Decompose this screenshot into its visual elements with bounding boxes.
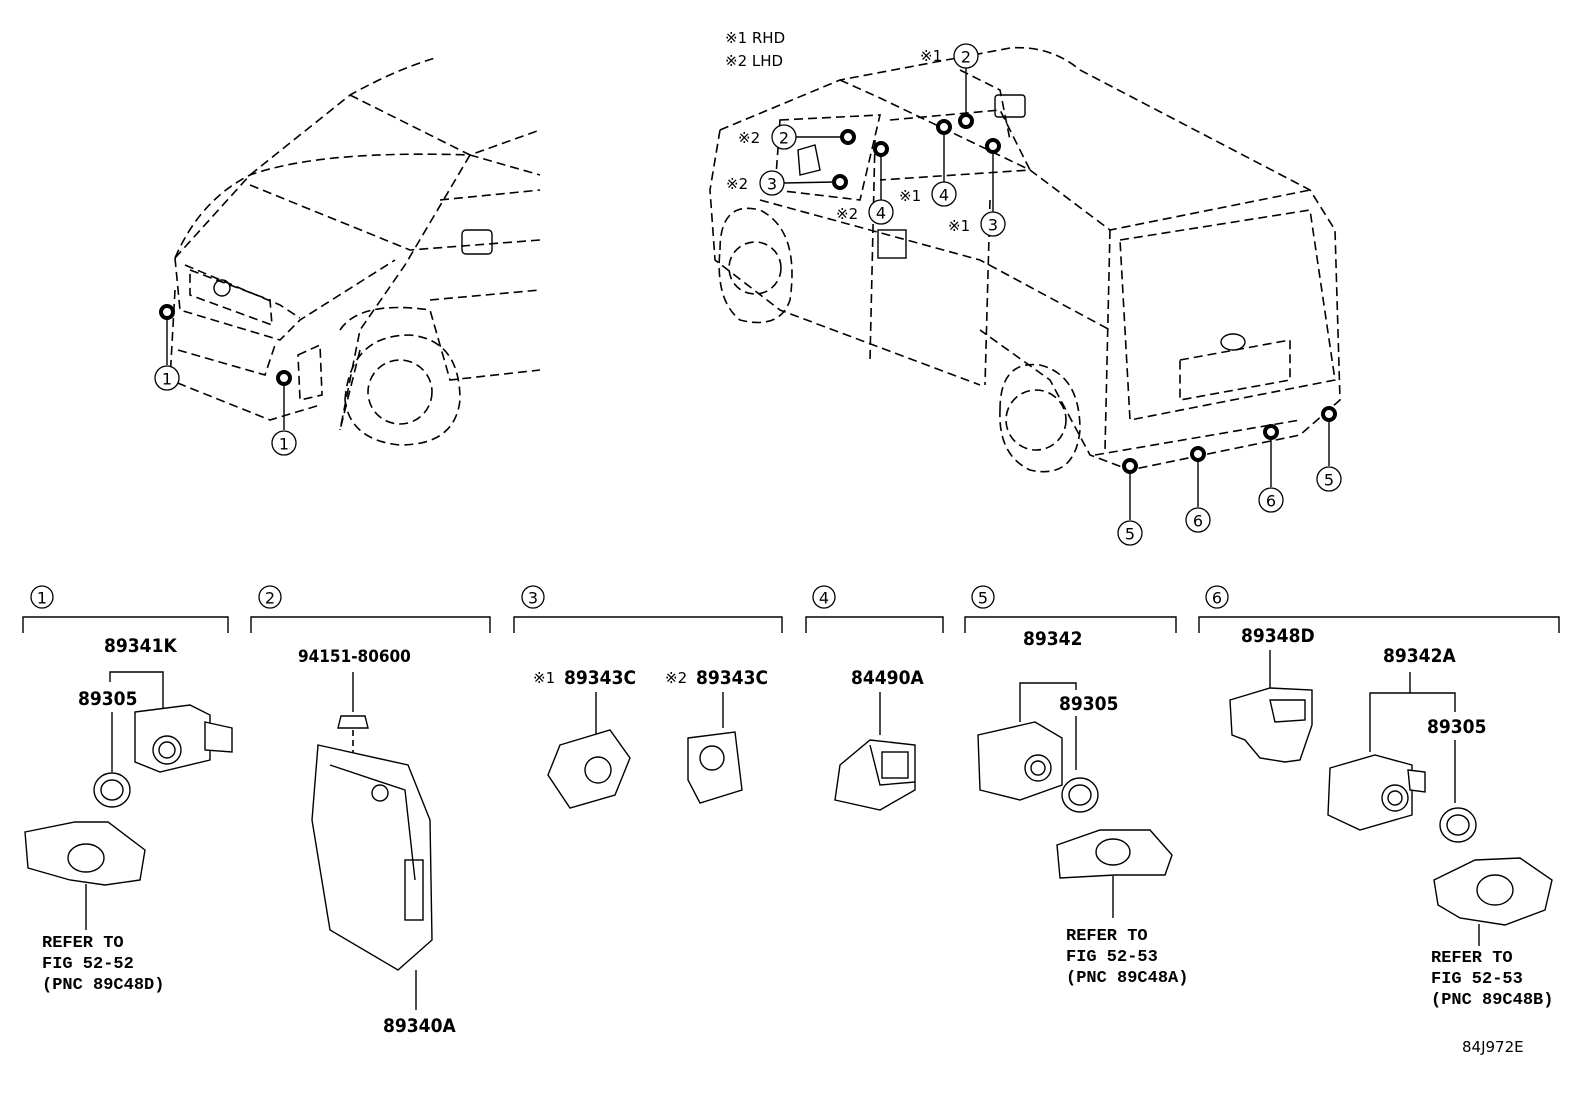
sensor-89342A (1327, 754, 1426, 831)
sensor-89343C-rhd (547, 729, 631, 809)
figure-code: 84J972E (1462, 1038, 1524, 1056)
rear-callout-6b: 6 (1258, 487, 1284, 513)
svg-text:3: 3 (767, 175, 777, 194)
group-6-bracket: 6 (1198, 585, 1560, 633)
grommet-89305-g1 (93, 772, 131, 808)
svg-text:5: 5 (978, 589, 988, 608)
sensor-location-1b (276, 370, 292, 386)
refer-line1-g5: REFER TO (1066, 927, 1148, 946)
callout-mark-rhd-3: ※1 (948, 217, 970, 235)
sensor-location-6b (1263, 424, 1279, 440)
grommet-89305-g5 (1061, 777, 1099, 813)
callout-mark-rhd-4: ※1 (899, 187, 921, 205)
svg-text:2: 2 (961, 48, 971, 67)
sensor-location-1a (159, 304, 175, 320)
callout-mark-rhd-2: ※1 (920, 47, 942, 65)
svg-text:4: 4 (819, 589, 829, 608)
svg-text:6: 6 (1266, 492, 1276, 511)
sensor-89342 (977, 721, 1063, 801)
rear-callout-5b: 5 (1316, 466, 1342, 492)
part-89305-label-g6: 89305 (1427, 716, 1486, 738)
rear-van-illustration (709, 46, 1341, 473)
group-2-bracket: 2 (250, 585, 491, 633)
svg-text:4: 4 (876, 204, 886, 223)
svg-text:5: 5 (1324, 471, 1334, 490)
group-4-bracket: 4 (805, 585, 944, 633)
retainer-g5 (1056, 829, 1173, 879)
svg-text:1: 1 (279, 435, 289, 454)
svg-text:3: 3 (988, 216, 998, 235)
part-89340A-label: 89340A (383, 1015, 456, 1037)
sensor-89341K (134, 704, 233, 773)
refer-line3-g1: (PNC 89C48D) (42, 976, 164, 995)
part-89348D-label: 89348D (1241, 625, 1315, 647)
part-89305-label-g5: 89305 (1059, 693, 1118, 715)
sensor-location-2b (840, 129, 856, 145)
sensor-location-4a (873, 141, 889, 157)
callout-mark-lhd-3: ※2 (726, 175, 748, 193)
sensor-location-2a (958, 113, 974, 129)
refer-line2-g1: FIG 52-52 (42, 955, 134, 974)
front-callout-1b: 1 (271, 430, 297, 456)
rear-callout-3-lhd: 3 (759, 170, 785, 196)
rear-callout-5a: 5 (1117, 520, 1143, 546)
svg-text:2: 2 (265, 589, 275, 608)
svg-text:1: 1 (37, 589, 47, 608)
part-84490A-label: 84490A (851, 667, 924, 689)
part-89342-label: 89342 (1023, 628, 1082, 650)
part-89343C-rhd-label: 89343C (564, 667, 636, 689)
bracket-89348D (1229, 687, 1313, 763)
switch-84490A (834, 739, 916, 811)
svg-text:6: 6 (1193, 512, 1203, 531)
legend-rhd: ※1 RHD (725, 29, 785, 47)
legend-lhd: ※2 LHD (725, 52, 783, 70)
sensor-location-6a (1190, 446, 1206, 462)
part-89305-label-g1: 89305 (78, 688, 137, 710)
part-89343C-lhd-mark: ※2 (665, 669, 687, 687)
refer-line2-g6: FIG 52-53 (1431, 970, 1523, 989)
part-89342A-label: 89342A (1383, 645, 1456, 667)
part-94151-80600-label: 94151-80600 (298, 647, 411, 667)
part-89341K-label: 89341K (104, 635, 177, 657)
sensor-location-5b (1321, 406, 1337, 422)
refer-line1-g6: REFER TO (1431, 949, 1513, 968)
refer-line2-g5: FIG 52-53 (1066, 948, 1158, 967)
group-1-bracket: 1 (22, 585, 229, 633)
retainer-g1 (24, 821, 146, 886)
grommet-89305-g6 (1439, 807, 1477, 843)
svg-text:2: 2 (779, 129, 789, 148)
part-89343C-lhd-label: 89343C (696, 667, 768, 689)
nut-94151-80600 (337, 715, 369, 729)
callout-mark-lhd-2: ※2 (738, 129, 760, 147)
sensor-89343C-lhd (687, 731, 743, 804)
refer-line3-g5: (PNC 89C48A) (1066, 969, 1188, 988)
front-van-illustration (169, 57, 541, 446)
rear-callout-2-lhd: 2 (771, 124, 797, 150)
rear-callout-6a: 6 (1185, 507, 1211, 533)
group-5-bracket: 5 (964, 585, 1177, 633)
svg-text:6: 6 (1212, 589, 1222, 608)
rear-callout-3-rhd: 3 (980, 211, 1006, 237)
group-3-bracket: 3 (513, 585, 783, 633)
sensor-location-3a (832, 174, 848, 190)
svg-text:4: 4 (939, 186, 949, 205)
rear-callout-4-rhd: 4 (931, 181, 957, 207)
sensor-location-3b (985, 138, 1001, 154)
svg-text:3: 3 (528, 589, 538, 608)
front-callout-1a: 1 (154, 365, 180, 391)
callout-mark-lhd-4: ※2 (836, 205, 858, 223)
svg-text:1: 1 (162, 370, 172, 389)
rear-callout-2-rhd: 2 (953, 43, 979, 69)
rear-callout-4-lhd: 4 (868, 199, 894, 225)
ecu-89340A (311, 744, 433, 971)
sensor-location-5a (1122, 458, 1138, 474)
sensor-location-4b (936, 119, 952, 135)
retainer-g6 (1433, 857, 1553, 926)
refer-line1-g1: REFER TO (42, 934, 124, 953)
part-89343C-rhd-mark: ※1 (533, 669, 555, 687)
refer-line3-g6: (PNC 89C48B) (1431, 991, 1553, 1010)
svg-text:5: 5 (1125, 525, 1135, 544)
